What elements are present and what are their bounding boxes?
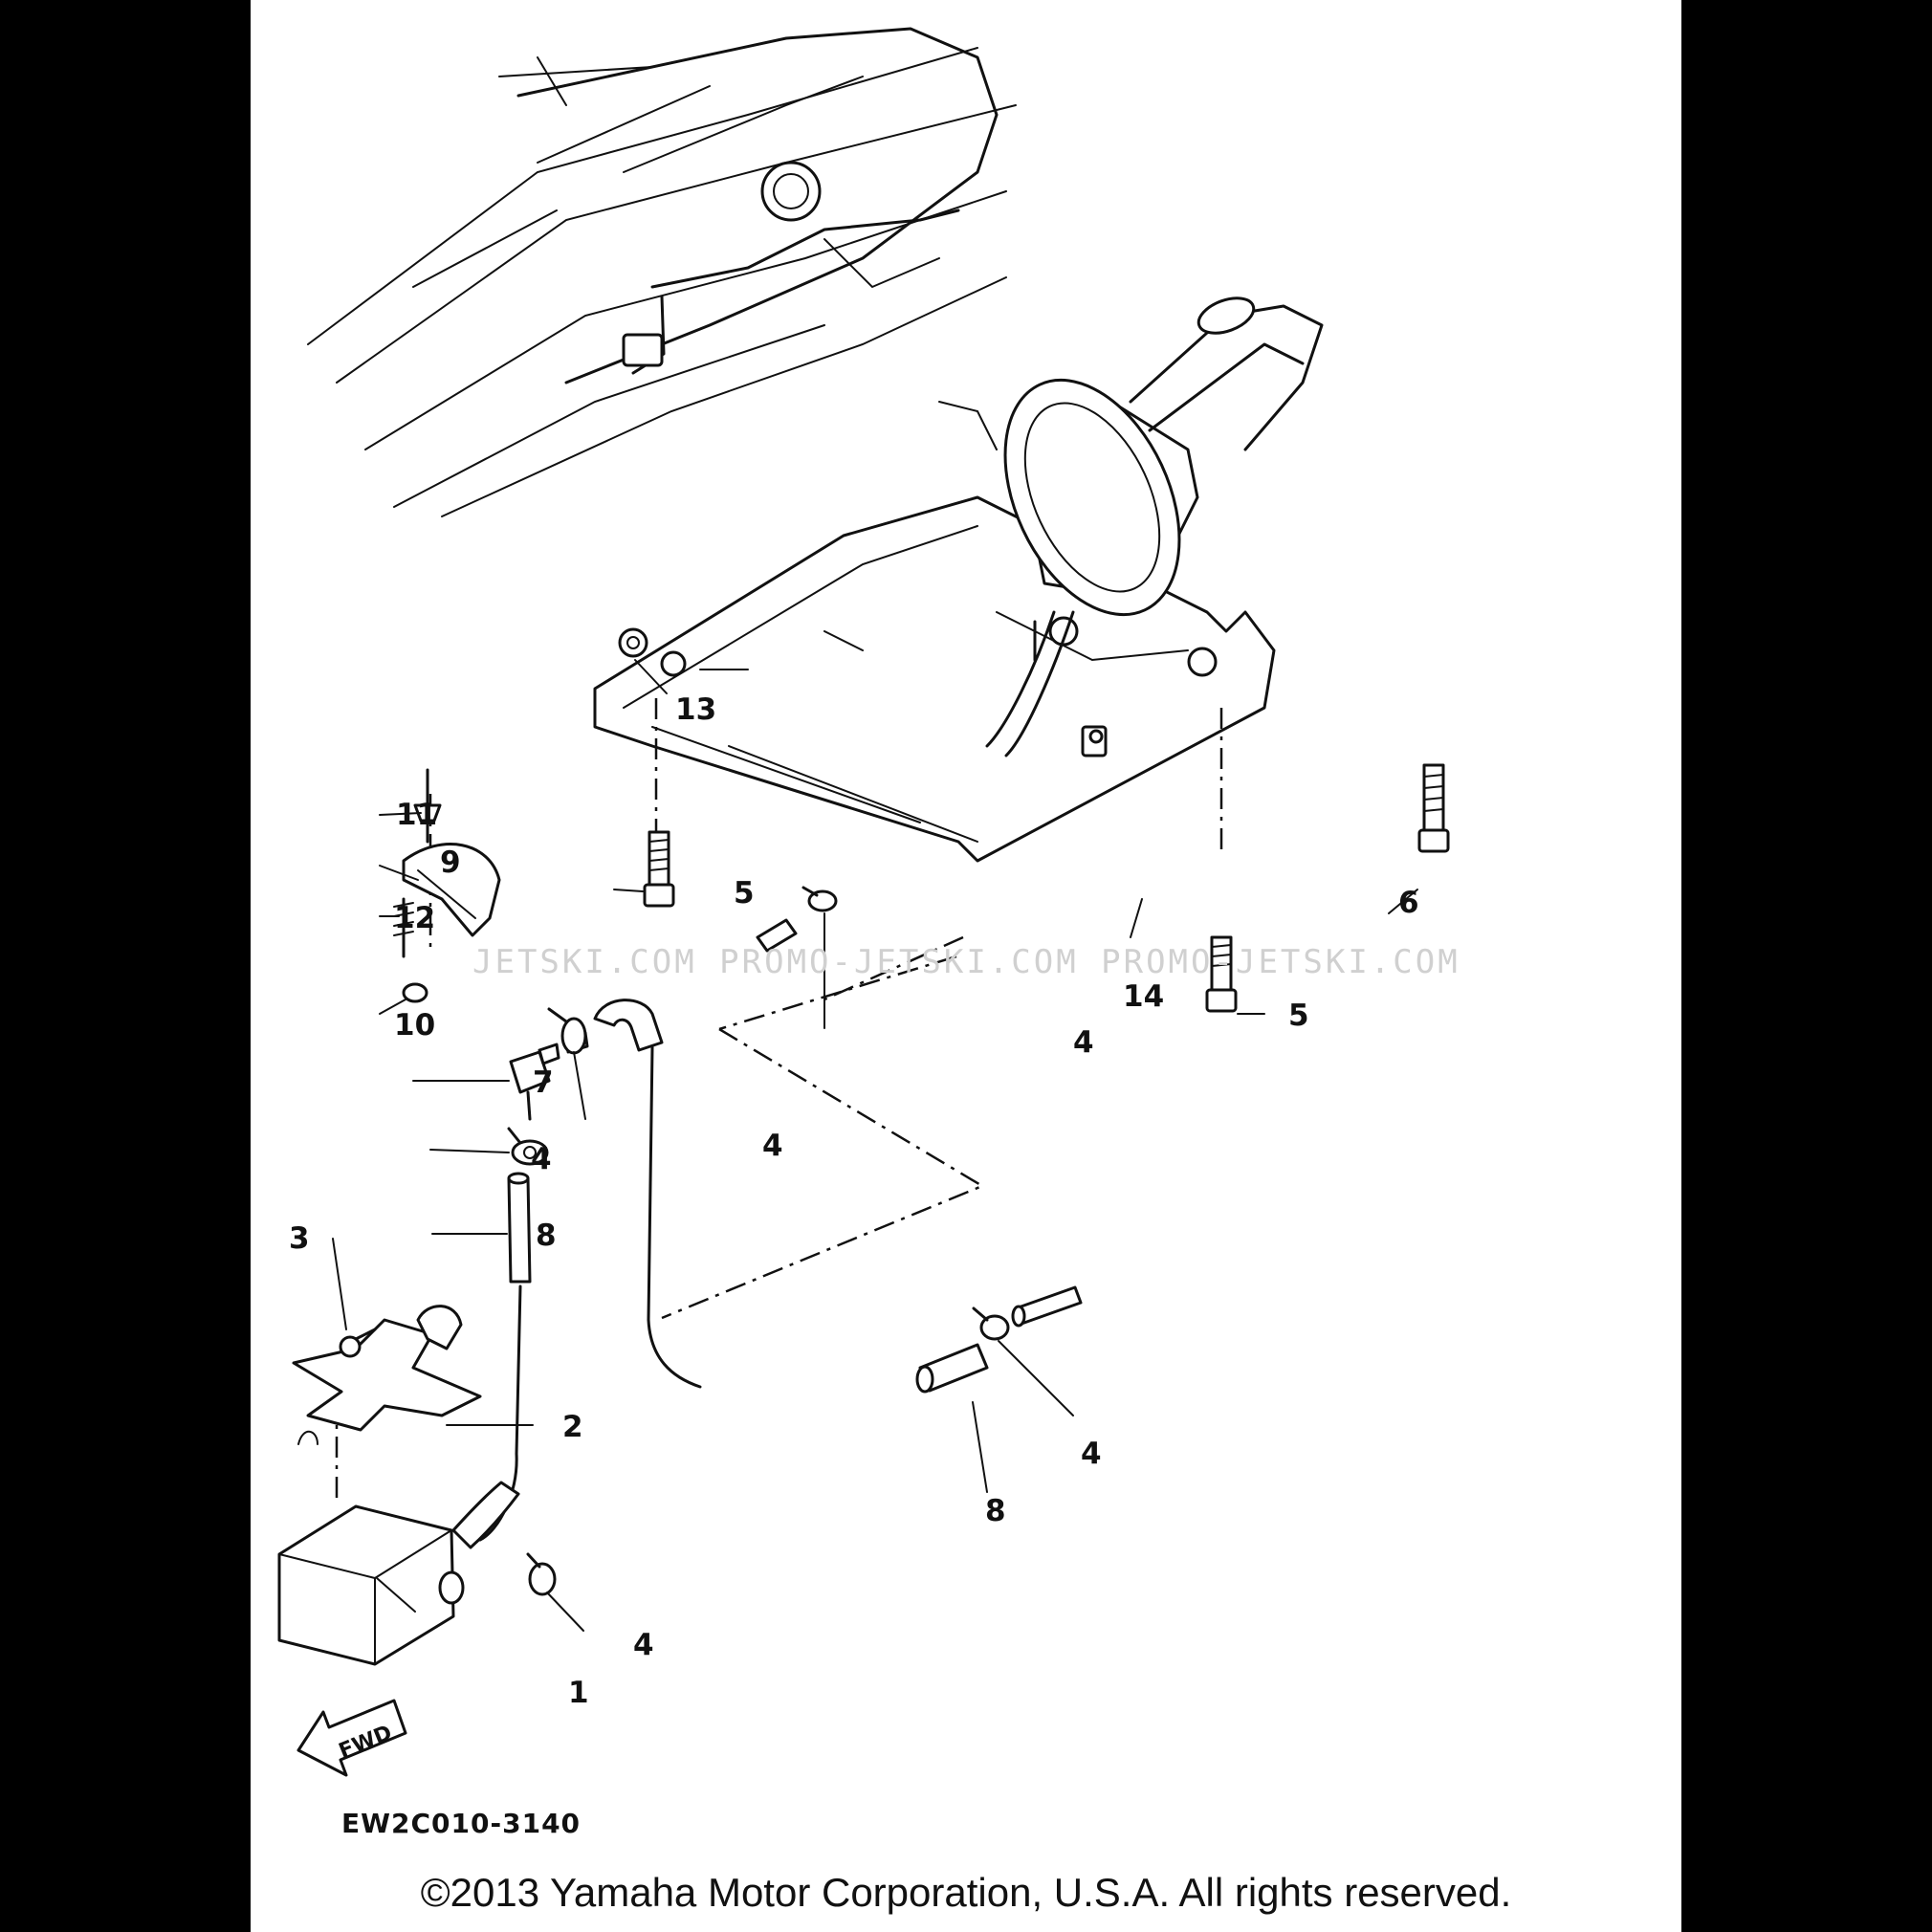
short-pipe	[1011, 1285, 1083, 1328]
callout-numbers: 1 2 3 4 4 4 4 4 5 5 6 7 8 8 9 10 11 12 1…	[289, 692, 1419, 1710]
drawing-code: EW2C010-3140	[341, 1808, 582, 1839]
part-9-bracket	[402, 843, 501, 937]
hose-u-shape	[593, 999, 702, 1389]
part-4-clamp-a	[507, 1127, 549, 1166]
callout-2: 2	[562, 1410, 583, 1444]
hull-overview-illustration	[307, 27, 1017, 517]
part-4-clamp-c	[801, 886, 838, 912]
callout-8a: 8	[536, 1218, 557, 1253]
callout-4c: 4	[762, 1129, 783, 1163]
callout-4a: 4	[633, 1628, 654, 1662]
watermark: JETSKI.COM PROMO-JETSKI.COM PROMO-JETSKI…	[472, 943, 1460, 981]
part-13-cap	[618, 627, 648, 658]
callout-10: 10	[394, 1008, 435, 1043]
callout-11: 11	[396, 798, 437, 832]
callout-6: 6	[1398, 886, 1419, 920]
part-1-tank	[277, 1504, 465, 1666]
copyright-notice: ©2013 Yamaha Motor Corporation, U.S.A. A…	[420, 1870, 1512, 1915]
part-10-nut	[402, 982, 428, 1003]
hose-lower-left	[451, 1284, 522, 1549]
assembly-guide-lines	[335, 698, 1223, 1502]
callout-14: 14	[1123, 979, 1164, 1014]
callout-12: 12	[394, 901, 435, 935]
callout-7: 7	[533, 1065, 554, 1100]
fwd-arrow-icon: FWD	[296, 1699, 407, 1777]
callout-4e: 4	[1081, 1437, 1102, 1471]
intake-housing-illustration	[593, 296, 1324, 863]
part-8-hose-upper	[507, 1172, 532, 1284]
part-12-screw	[393, 897, 414, 958]
callout-5b: 5	[1288, 999, 1309, 1033]
callout-4d: 4	[1073, 1025, 1094, 1060]
part-11-fitting	[413, 768, 442, 844]
callout-9: 9	[440, 845, 461, 880]
callout-3: 3	[289, 1221, 310, 1256]
part-4-clamp-b	[547, 1007, 587, 1055]
part-4-clamp-d	[972, 1306, 1010, 1341]
callout-1: 1	[568, 1676, 589, 1710]
callout-leaders	[332, 659, 1418, 1632]
exploded-parts-drawing: FWD 1 2 3	[277, 27, 1450, 1777]
parts-diagram-sheet: FWD 1 2 3	[251, 0, 1681, 1932]
part-4-clamp-e	[526, 1552, 557, 1596]
part-8-hose-lower	[915, 1343, 989, 1394]
part-2-bracket	[292, 1305, 482, 1445]
part-5-bolt-left	[643, 830, 675, 908]
callout-8b: 8	[985, 1494, 1006, 1528]
small-fitting-near-4	[756, 918, 798, 953]
part-5-bolt-right	[1205, 935, 1238, 1013]
callout-13: 13	[675, 692, 716, 727]
callout-4b: 4	[531, 1142, 552, 1176]
part-6-bolt	[1417, 763, 1450, 853]
callout-5a: 5	[734, 876, 755, 911]
part-3-screw	[339, 1328, 377, 1358]
